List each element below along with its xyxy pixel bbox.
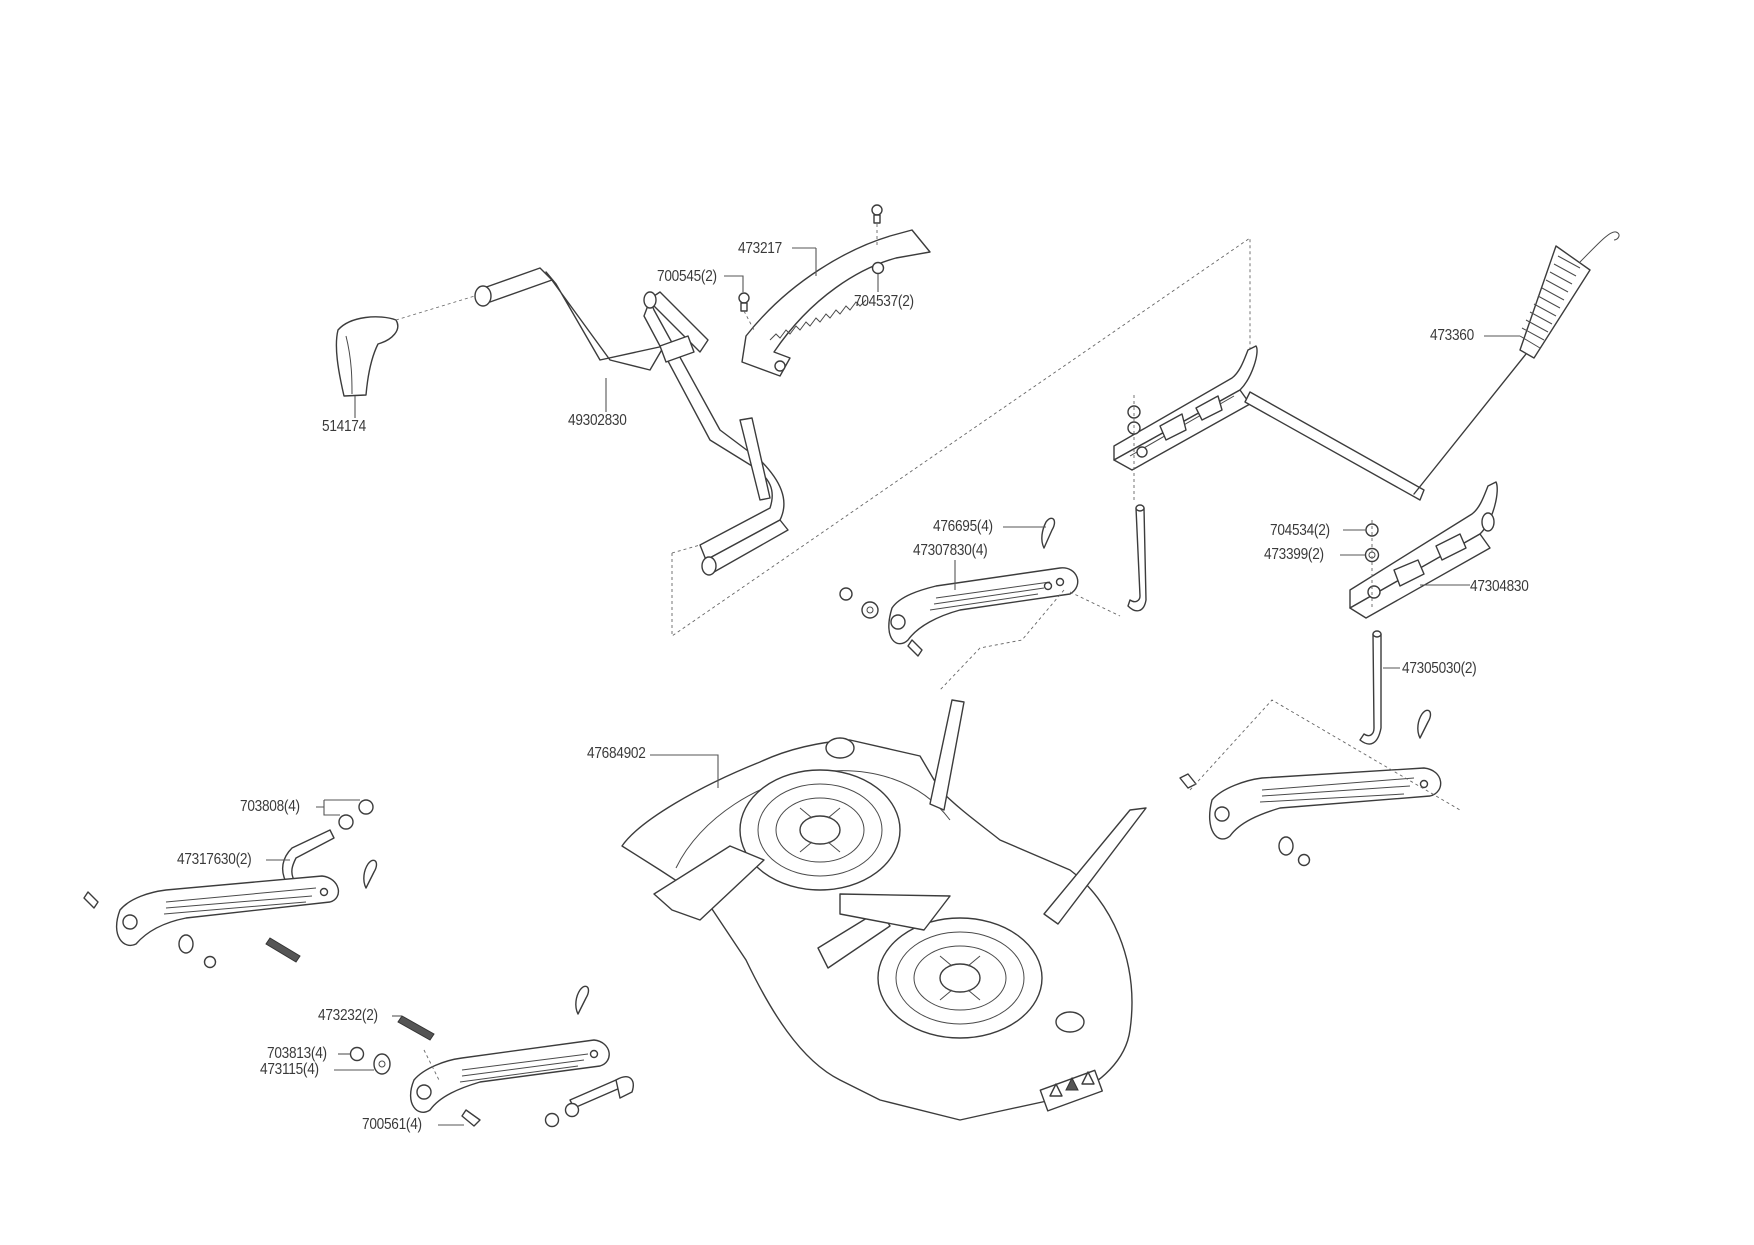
label-704537[interactable]: 704537(2) (854, 293, 914, 310)
part-514174-knob[interactable] (335, 316, 399, 418)
label-703808[interactable]: 703808(4) (240, 798, 300, 815)
part-lift-shaft[interactable] (1244, 391, 1425, 501)
link-washer (861, 601, 879, 619)
part-476695-hair-pin[interactable] (1003, 517, 1056, 549)
part-47684902-mower-deck[interactable] (621, 699, 1147, 1121)
part-lift-rod-left[interactable] (1127, 504, 1147, 612)
label-473399[interactable]: 473399(2) (1264, 546, 1324, 563)
label-700561[interactable]: 700561(4) (362, 1116, 422, 1133)
part-473232-spring[interactable] (392, 1015, 435, 1041)
part-lift-shaft-left-bracket[interactable] (1113, 345, 1258, 500)
warning-triangle-icon (1065, 1076, 1079, 1091)
link-nut (839, 587, 853, 601)
part-473360-spring-rod[interactable] (1413, 231, 1620, 495)
part-473217-quadrant[interactable] (741, 229, 931, 377)
part-47304830-right-bracket[interactable] (1349, 481, 1498, 619)
label-703813[interactable]: 703813(4) (267, 1045, 327, 1062)
label-47307830[interactable]: 47307830(4) (913, 542, 988, 559)
part-704537-nut[interactable] (871, 204, 885, 292)
label-47304830[interactable]: 47304830 (1470, 578, 1529, 595)
warning-triangle-icon (1081, 1071, 1095, 1085)
part-473115-washer[interactable] (334, 1053, 391, 1075)
part-49302830-lift-lever[interactable] (474, 267, 789, 576)
part-hanger-link-right[interactable] (1179, 699, 1461, 867)
part-hanger-link-front-left[interactable] (409, 985, 610, 1113)
label-47684902[interactable]: 47684902 (587, 745, 646, 762)
warning-triangle-icon (1049, 1083, 1063, 1097)
label-47317630[interactable]: 47317630(2) (177, 851, 252, 868)
label-704534[interactable]: 704534(2) (1270, 522, 1330, 539)
label-476695[interactable]: 476695(4) (933, 518, 993, 535)
part-47317630-link-rod[interactable] (266, 829, 335, 883)
part-703808-nut[interactable] (316, 799, 374, 830)
label-473115[interactable]: 473115(4) (260, 1061, 319, 1078)
part-704534-nut[interactable] (1343, 523, 1379, 537)
quadrant-lower-nut (774, 360, 786, 372)
part-47307830-hanger-link[interactable] (839, 560, 1121, 657)
label-49302830[interactable]: 49302830 (568, 412, 627, 429)
part-703813-nut[interactable] (338, 1046, 365, 1062)
part-47305030-lift-rod[interactable] (1359, 630, 1400, 745)
label-473360[interactable]: 473360 (1430, 327, 1474, 344)
part-700561-bolt[interactable] (438, 1109, 481, 1127)
label-700545[interactable]: 700545(2) (657, 268, 717, 285)
part-hanger-link-left-rear[interactable] (83, 859, 378, 969)
deck-warning-decals (1039, 1069, 1103, 1112)
label-47305030[interactable]: 47305030(2) (1402, 660, 1477, 677)
label-473217[interactable]: 473217 (738, 240, 782, 257)
assembly-dashed-guide (671, 237, 1251, 637)
label-514174[interactable]: 514174 (322, 418, 366, 435)
label-473232[interactable]: 473232(2) (318, 1007, 378, 1024)
part-link-rod-front[interactable] (544, 1076, 634, 1128)
part-700545-bolt[interactable] (724, 275, 755, 331)
part-473399-spacer[interactable] (1340, 520, 1380, 610)
